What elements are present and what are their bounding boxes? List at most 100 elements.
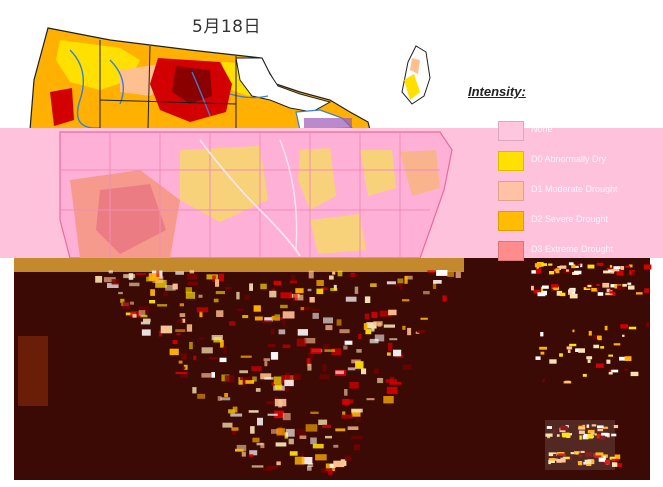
glitch-pixel xyxy=(386,386,398,394)
glitch-pixel xyxy=(217,396,222,401)
glitch-legend-pixel xyxy=(596,287,600,291)
glitch-pixel xyxy=(402,325,406,330)
glitch-pixel xyxy=(192,387,197,394)
glitch-legend-pixel xyxy=(566,269,569,272)
glitch-pixel xyxy=(328,469,333,476)
glitch-pixel xyxy=(366,322,377,329)
glitch-pixel xyxy=(249,283,253,291)
glitch-legend-pixel xyxy=(536,267,540,270)
glitch-pixel xyxy=(293,293,298,301)
glitch-pixel xyxy=(140,314,148,318)
glitch-pixel xyxy=(254,316,263,321)
intensity-legend: None D0 Abnormally Dry D1 Moderate Droug… xyxy=(498,118,648,268)
glitch-legend-pixel xyxy=(586,424,590,428)
glitch-pixel xyxy=(354,286,359,294)
glitch-pixel xyxy=(447,271,455,277)
glitch-pixel xyxy=(331,348,342,355)
glitch-pixel xyxy=(301,457,313,465)
glitch-pixel xyxy=(295,288,304,294)
glitch-pixel xyxy=(222,422,233,428)
glitch-pixel xyxy=(260,443,265,449)
glitch-legend-pixel xyxy=(568,262,574,266)
legend-item-d0: D0 Abnormally Dry xyxy=(498,148,648,174)
glitch-pixel xyxy=(276,428,285,436)
glitch-pixel xyxy=(224,393,228,398)
glitch-pixel xyxy=(395,283,403,287)
legend-item-d2: D2 Severe Drought xyxy=(498,208,648,234)
glitch-pixel xyxy=(455,271,461,278)
glitch-pixel xyxy=(322,424,332,428)
glitch-legend-pixel xyxy=(609,291,614,294)
glitch-legend-pixel xyxy=(556,434,560,437)
legend-label: None xyxy=(531,124,553,134)
glitch-legend-pixel xyxy=(557,452,565,455)
glitch-pixel xyxy=(374,334,385,342)
glitch-pixel xyxy=(232,406,238,413)
glitch-pixel xyxy=(245,380,255,384)
glitch-top-strip xyxy=(14,258,464,272)
glitch-legend-pixel xyxy=(542,285,549,289)
glitch-pixel xyxy=(103,277,116,283)
glitch-legend-pixel xyxy=(531,285,534,291)
glitch-legend-pixel xyxy=(605,459,610,465)
glitch-legend-pixel xyxy=(613,425,619,429)
glitch-pixel xyxy=(175,329,186,332)
glitch-pixel xyxy=(250,426,255,434)
glitch-pixel xyxy=(193,355,197,361)
glitch-pixel xyxy=(270,328,275,335)
glitch-pixel xyxy=(224,375,235,383)
glitch-legend-pixel xyxy=(596,363,604,368)
glitch-pixel xyxy=(420,317,428,320)
glitch-pixel xyxy=(179,374,188,378)
glitch-legend-pixel xyxy=(588,330,592,336)
tint-d0-south xyxy=(310,214,366,254)
glitch-legend-pixel xyxy=(628,326,637,330)
glitch-pixel xyxy=(399,286,403,291)
glitch-pixel xyxy=(108,270,113,274)
glitch-pixel xyxy=(201,373,211,378)
glitch-legend-pixel xyxy=(553,453,557,457)
glitch-pixel xyxy=(252,437,260,443)
glitch-legend-pixel xyxy=(596,434,602,439)
glitch-pixel xyxy=(175,271,184,275)
glitch-pixel xyxy=(423,291,430,295)
legend-swatch xyxy=(498,181,524,201)
glitch-pixel xyxy=(132,314,137,318)
glitch-pixel xyxy=(358,334,362,339)
glitch-pixel xyxy=(239,377,251,381)
glitch-legend-pixel xyxy=(593,334,599,340)
glitch-pixel xyxy=(343,345,348,350)
glitch-pixel xyxy=(140,321,151,325)
glitch-pixel xyxy=(236,444,247,452)
glitch-legend-pixel xyxy=(605,292,613,296)
glitch-pixel xyxy=(300,452,305,457)
glitch-legend-pixel xyxy=(587,429,595,434)
glitch-pixel xyxy=(347,426,359,430)
glitch-pixel xyxy=(262,468,272,471)
glitch-legend-pixel xyxy=(631,271,635,276)
glitch-pixel xyxy=(219,357,227,363)
glitch-pixel xyxy=(297,329,308,336)
glitch-pixel xyxy=(186,324,193,332)
glitch-pixel xyxy=(181,366,186,370)
glitch-pixel xyxy=(178,360,183,364)
glitch-legend-pixel xyxy=(575,452,579,455)
glitch-legend-pixel xyxy=(546,426,552,429)
glitch-pixel xyxy=(155,280,167,288)
glitch-legend-pixel xyxy=(540,286,544,291)
glitch-legend-pixel xyxy=(593,453,598,457)
glitch-legend-pixel xyxy=(565,380,571,384)
glitch-pixel xyxy=(347,274,359,277)
glitch-legend-pixel xyxy=(587,284,592,288)
glitch-pixel xyxy=(306,358,311,367)
river-4 xyxy=(229,93,269,99)
glitch-legend-pixel xyxy=(609,456,616,460)
glitch-legend-pixel xyxy=(608,371,613,375)
glitch-pixel xyxy=(294,456,305,465)
glitch-pixel xyxy=(141,329,151,336)
glitch-legend-pixel xyxy=(548,460,555,463)
glitch-legend-pixel xyxy=(531,270,538,274)
glitch-pixel xyxy=(253,305,261,312)
glitch-pixel xyxy=(389,376,395,381)
glitch-legend-pixel xyxy=(569,456,572,460)
